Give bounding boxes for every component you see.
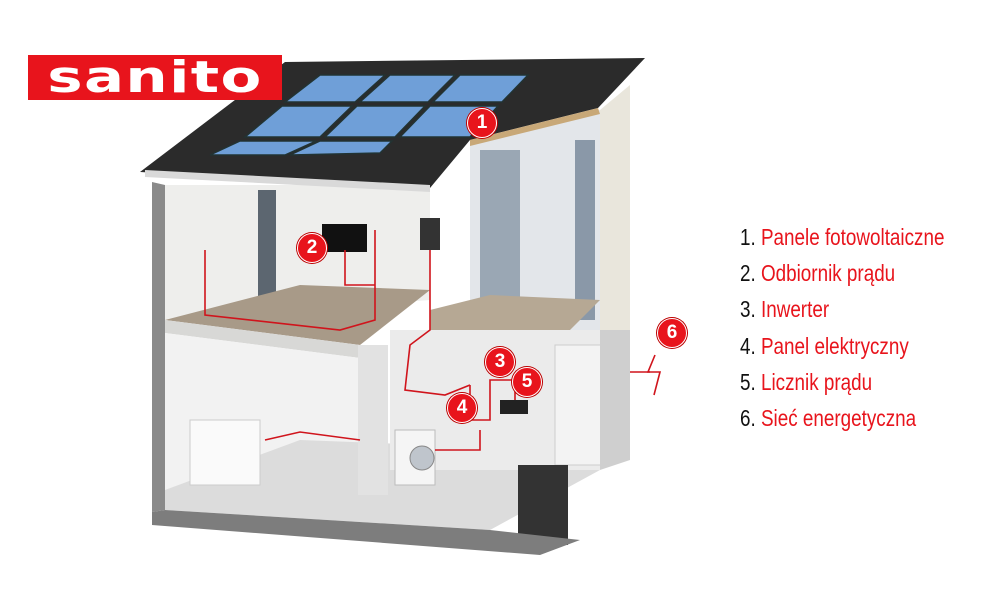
marker-3: 3 <box>485 347 515 377</box>
legend-item: 1. Panele fotowoltaiczne <box>740 222 944 258</box>
roof-edge <box>470 108 600 146</box>
legend-label: Panel elektryczny <box>760 332 909 359</box>
legend-label: Odbiornik prądu <box>760 260 896 287</box>
legend-number: 6. <box>740 404 756 431</box>
legend-number: 1. <box>740 224 756 250</box>
legend-number: 4. <box>740 332 756 359</box>
upper-floor-edge <box>165 320 360 358</box>
legend-item: 5. Licznik prądu <box>740 367 944 403</box>
legend-label: Sieć energetyczna <box>760 404 917 431</box>
legend-number: 2. <box>740 260 756 287</box>
house-right-wall <box>600 330 630 470</box>
tv <box>322 224 367 252</box>
utility-room <box>390 330 600 470</box>
left-wall <box>152 182 165 512</box>
marker-4: 4 <box>447 393 477 423</box>
legend-label: Panele fotowoltaiczne <box>760 224 945 250</box>
legend-number: 5. <box>740 368 756 395</box>
right-floor <box>430 295 600 330</box>
legend-item: 2. Odbiornik prądu <box>740 258 944 294</box>
marker-6: 6 <box>657 318 687 348</box>
inverter-box <box>420 218 440 250</box>
freezer <box>189 419 261 486</box>
foundation <box>152 510 580 555</box>
washing-machine-door <box>409 445 435 471</box>
outdoor-unit <box>518 465 568 545</box>
column <box>358 345 388 495</box>
sanito-logo: sanito <box>28 55 282 100</box>
window <box>575 140 595 320</box>
marker-2: 2 <box>297 233 327 263</box>
solar-panels <box>209 74 530 156</box>
legend-label: Inwerter <box>760 296 830 323</box>
marker-5: 5 <box>512 367 542 397</box>
meter <box>500 400 528 414</box>
roof-gutter <box>145 170 430 192</box>
legend-item: 3. Inwerter <box>740 294 944 330</box>
legend-item: 4. Panel elektryczny <box>740 331 944 367</box>
legend-label: Licznik prądu <box>760 368 873 395</box>
legend: 1. Panele fotowoltaiczne 2. Odbiornik pr… <box>740 222 989 439</box>
upper-floor <box>165 285 430 345</box>
legend-number: 3. <box>740 296 756 323</box>
logo-text: sanito <box>47 52 263 103</box>
window <box>258 190 276 300</box>
legend-item: 6. Sieć energetyczna <box>740 403 944 439</box>
right-wall <box>600 85 630 340</box>
marker-1: 1 <box>467 108 497 138</box>
window <box>480 150 520 300</box>
